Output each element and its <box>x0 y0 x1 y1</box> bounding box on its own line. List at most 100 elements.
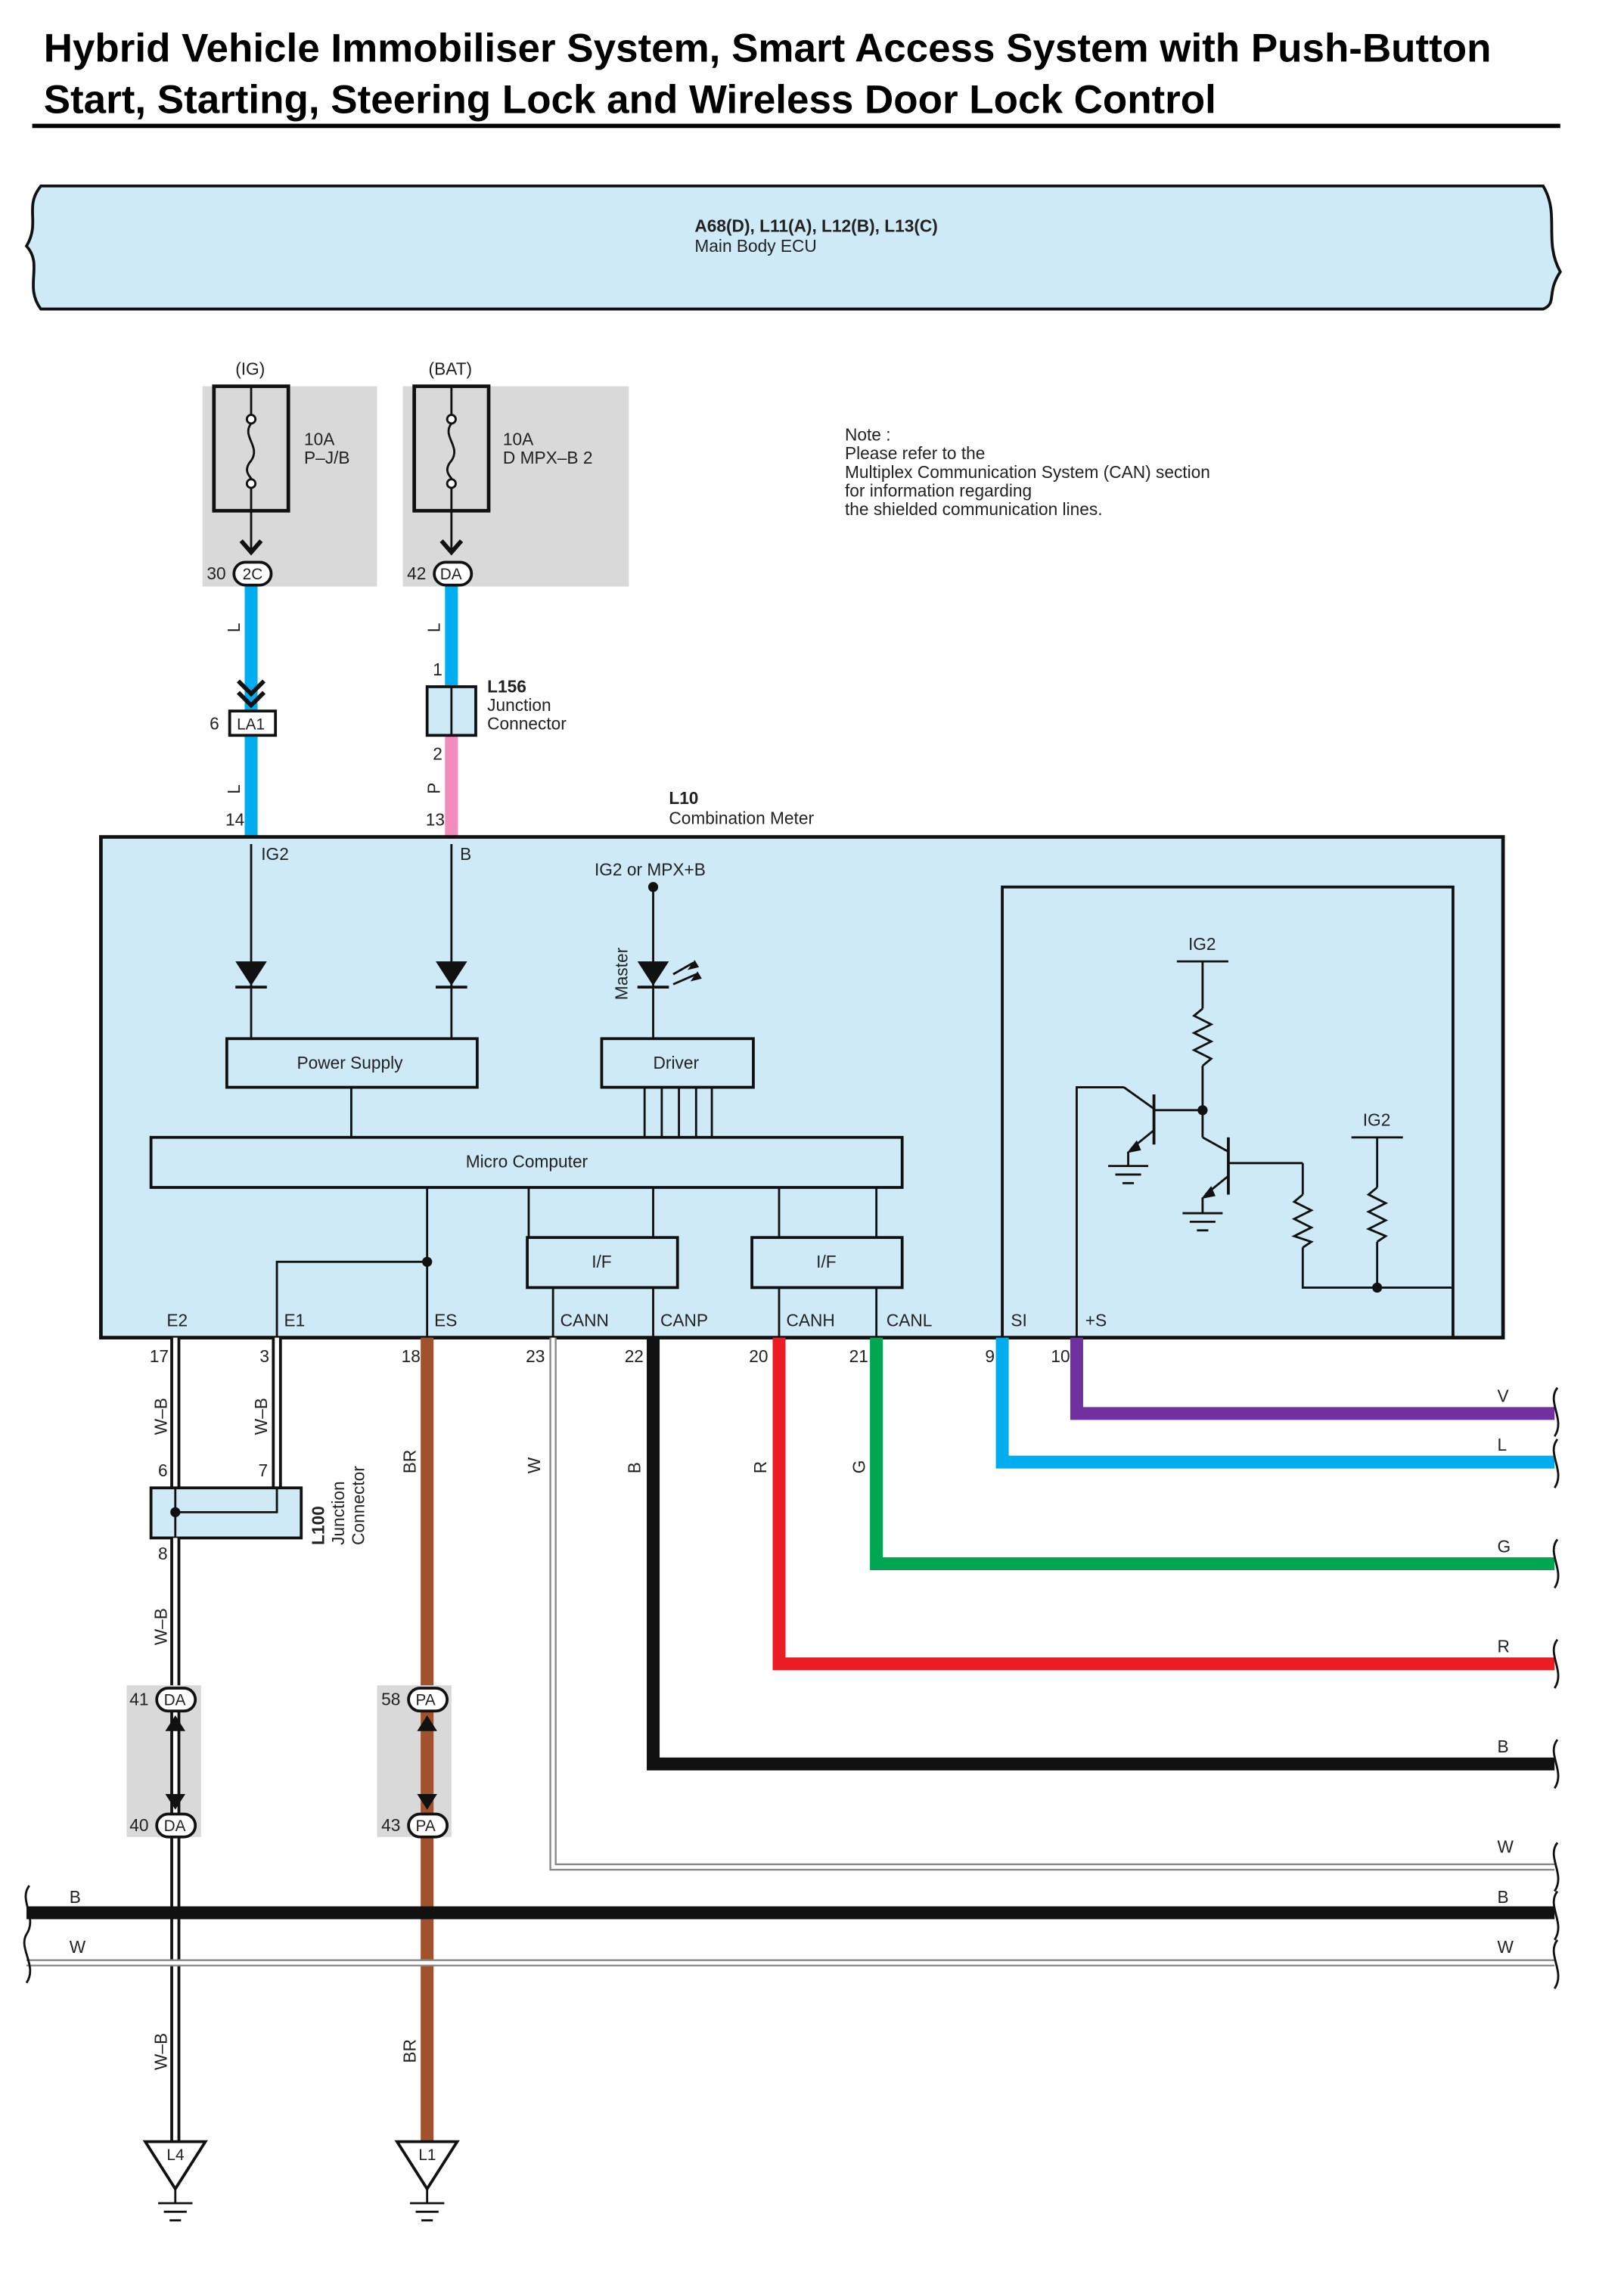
l156-code: L156 <box>487 677 526 697</box>
pin-number: 3 <box>259 1346 269 1366</box>
wire-color-label: L <box>224 622 244 632</box>
ground-l1: L1 <box>394 2140 460 2222</box>
pin-number: 10 <box>1051 1346 1070 1366</box>
micro-computer-block <box>149 1135 904 1189</box>
pin-number: 9 <box>985 1346 995 1366</box>
wire-color-label: R <box>750 1461 770 1473</box>
wire-color-label: W–B <box>151 1608 170 1645</box>
meter-name: Combination Meter <box>669 809 814 828</box>
wire-color-label: W <box>524 1457 544 1473</box>
wire-g-canl <box>870 1337 1555 1570</box>
pin-number: 23 <box>526 1346 545 1366</box>
speed-signal-circuit: IG2 IG2 <box>1001 885 1455 1339</box>
la1-pin: 6 <box>210 714 219 734</box>
if-label-1: I/F <box>592 1252 611 1271</box>
driver-block <box>600 1037 755 1089</box>
fuse-1-connector: 2C <box>243 566 263 583</box>
right-label: B <box>1498 1737 1509 1756</box>
pin-name: CANN <box>560 1310 609 1330</box>
wire-color-label: BR <box>400 1450 420 1474</box>
wire-v-plus-s <box>1070 1337 1555 1420</box>
fuse-2-name: D MPX–B 2 <box>503 448 593 467</box>
connector-pa-pair: PA 58 PA 43 <box>377 1685 452 1839</box>
note-line: Note : <box>845 425 891 445</box>
l156-junction-connector: 1 2 L156 Junction Connector <box>425 660 567 763</box>
l100-name-2: Connector <box>348 1466 368 1545</box>
connector-pin: 41 <box>129 1690 148 1709</box>
junction-dot <box>422 1256 433 1267</box>
l156-name-1: Junction <box>487 695 551 715</box>
meter-code: L10 <box>669 788 698 808</box>
note-line: the shielded communication lines. <box>845 499 1103 519</box>
right-label: R <box>1498 1637 1510 1656</box>
fuse-2-rating: 10A <box>503 429 534 449</box>
ground-label: L1 <box>418 2146 436 2164</box>
pin-name: SI <box>1011 1310 1026 1330</box>
wire-color-label: B <box>625 1462 644 1473</box>
l156-name-2: Connector <box>487 714 567 734</box>
meter-pin-name: B <box>460 844 471 864</box>
connector-pin: 58 <box>381 1690 400 1709</box>
la1-label: LA1 <box>237 716 265 734</box>
fuse-1-circuit: (IG) <box>235 359 265 379</box>
connector-pin: 43 <box>381 1815 400 1835</box>
pin-name: CANP <box>660 1310 708 1330</box>
wire-color-label: W–B <box>151 2033 170 2070</box>
wire-color-label: BR <box>400 2039 420 2063</box>
wire-l-si <box>995 1337 1555 1469</box>
master-led: IG2 or MPX+B Master <box>595 860 706 1039</box>
power-supply-block <box>225 1037 479 1089</box>
right-label: V <box>1498 1386 1510 1406</box>
pin-number: 22 <box>625 1346 644 1366</box>
l100-code: L100 <box>308 1506 328 1545</box>
wire-w-cann <box>549 1337 1555 1871</box>
wire-b-canp <box>647 1337 1555 1771</box>
bus-left-label: B <box>70 1887 81 1907</box>
right-label: L <box>1498 1435 1508 1454</box>
driver-label: Driver <box>654 1053 700 1072</box>
fuse-d-mpx-b2: (BAT) 10A D MPX–B 2 42 DA <box>402 359 629 587</box>
ground-l4: L4 <box>142 2140 208 2222</box>
bus-break-left <box>23 1885 32 1984</box>
pin-number: 18 <box>402 1346 421 1366</box>
connector-pa-label: PA <box>416 1817 436 1835</box>
fuse-1-name: P–J/B <box>304 448 350 467</box>
note-line: Please refer to the <box>845 443 985 463</box>
meter-pin-name: IG2 <box>261 844 289 864</box>
ecu-name: Main Body ECU <box>694 236 816 256</box>
l100-pin-8: 8 <box>158 1544 168 1563</box>
l100-junction-connector: 6 7 8 L100 Junction Connector <box>149 1460 368 1563</box>
pin-name: CANL <box>887 1310 933 1330</box>
wire-color-label: L <box>224 784 244 794</box>
connector-da-pair: DA 41 DA 40 <box>126 1685 201 1839</box>
meter-bottom-pin-numbers: 17 3 18 23 22 20 21 9 10 <box>150 1346 1070 1366</box>
l100-name-1: Junction <box>328 1481 348 1545</box>
l156-pin-bottom: 2 <box>433 743 442 763</box>
fuse-1-pin: 30 <box>206 563 225 583</box>
ig2-label-b: IG2 <box>1363 1110 1391 1130</box>
meter-pin-num: 13 <box>426 809 445 829</box>
connector-da-label: DA <box>164 1692 186 1709</box>
if-label-2: I/F <box>816 1252 836 1271</box>
right-label: G <box>1498 1536 1511 1556</box>
led-master-label: Master <box>611 947 631 1000</box>
fuse-2-circuit: (BAT) <box>429 359 473 379</box>
ig2-label-a: IG2 <box>1188 934 1216 954</box>
diode-ig2 <box>235 844 267 1039</box>
led-supply-label: IG2 or MPX+B <box>595 860 706 880</box>
right-wire-labels: V L G R B W B W <box>1498 1386 1514 1957</box>
micro-computer-label: Micro Computer <box>466 1152 588 1172</box>
main-body-ecu-band <box>24 185 1562 311</box>
ecu-code: A68(D), L11(A), L12(B), L13(C) <box>694 216 937 235</box>
l100-pin-6: 6 <box>158 1460 168 1480</box>
wire-color-label: G <box>849 1460 868 1474</box>
pin-name: +S <box>1085 1310 1107 1330</box>
pin-name: E2 <box>166 1310 188 1330</box>
note-line: for information regarding <box>845 480 1032 500</box>
fuse-2-pin: 42 <box>407 563 426 583</box>
wire-color-label: W–B <box>151 1398 170 1435</box>
right-label: W <box>1498 1937 1514 1957</box>
wire-color-label: P <box>424 783 444 794</box>
if-block-2 <box>750 1236 904 1290</box>
l100-pin-7: 7 <box>258 1460 268 1480</box>
